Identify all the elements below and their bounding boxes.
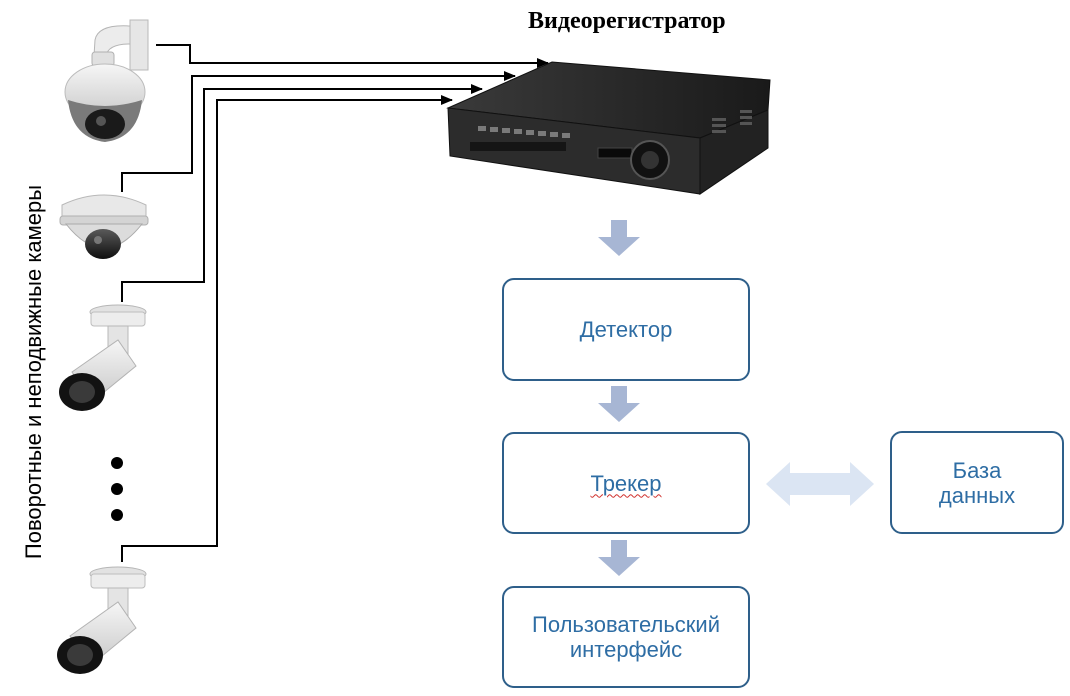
tracker-label: Трекер <box>590 470 662 496</box>
connection-line-3 <box>121 84 483 302</box>
detector-label: Детектор <box>579 317 673 342</box>
bullet-camera-icon <box>59 304 147 411</box>
double-arrow <box>766 462 874 506</box>
diagram-title: Видеорегистратор <box>528 8 726 34</box>
connection-line-2 <box>121 71 516 192</box>
more-cameras-ellipsis <box>111 457 123 521</box>
flow-arrow-3 <box>598 540 640 576</box>
user-interface-label: Пользовательский интерфейс <box>532 612 720 662</box>
bullet-camera-icon <box>57 566 147 674</box>
dvr-recorder-icon <box>446 61 771 195</box>
detector-box: Детектор <box>502 278 750 381</box>
database-box: База данных <box>890 431 1064 534</box>
connection-line-1 <box>156 44 549 68</box>
dome-camera-icon <box>59 194 149 259</box>
database-label: База данных <box>938 457 1016 508</box>
flow-arrow-2 <box>598 386 640 422</box>
flow-arrow-1 <box>598 220 640 256</box>
ptz-dome-camera-icon <box>64 19 149 142</box>
camera-connection-lines <box>121 44 549 562</box>
cameras-side-label: Поворотные и неподвижные камеры <box>21 184 46 560</box>
tracker-box: Трекер <box>502 432 750 534</box>
flow-arrows <box>598 220 640 576</box>
connection-line-4 <box>121 95 453 562</box>
user-interface-box: Пользовательский интерфейс <box>502 586 750 688</box>
